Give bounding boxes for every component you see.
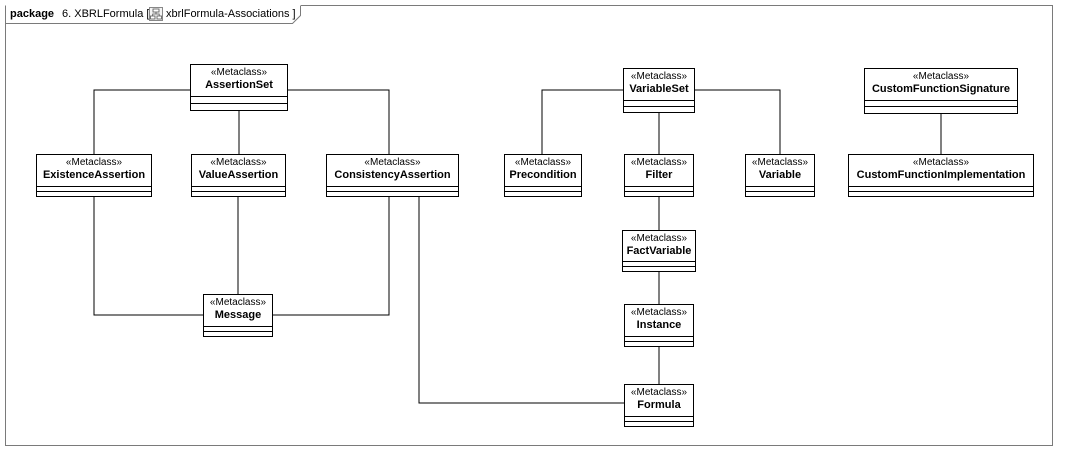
attributes-compartment [625,416,693,417]
package-name: 6. XBRLFormula [ [62,8,150,20]
attributes-compartment [505,186,581,187]
class-name: Message [214,309,262,321]
class-custom-function-implementation[interactable]: «Metaclass» CustomFunctionImplementation [848,154,1034,197]
operations-compartment [192,191,285,192]
stereotype-label: «Metaclass» [514,157,572,168]
attributes-compartment [204,326,272,327]
stereotype-label: «Metaclass» [630,233,688,244]
class-name: CustomFunctionImplementation [856,169,1026,181]
association-variableset-variable[interactable] [694,89,781,155]
operations-compartment [37,191,151,192]
attributes-compartment [849,186,1033,187]
operations-compartment [204,331,272,332]
class-name: Instance [636,319,682,331]
operations-compartment [623,266,695,267]
class-name: Variable [758,169,802,181]
class-formula[interactable]: «Metaclass» Formula [624,384,694,427]
attributes-compartment [624,100,694,101]
class-name: AssertionSet [205,79,273,91]
association-variableset-precondition[interactable] [541,89,624,155]
operations-compartment [625,191,693,192]
association-assertionset-consistencyassertion[interactable] [288,89,390,155]
class-assertion-set[interactable]: «Metaclass» AssertionSet [190,64,288,111]
stereotype-label: «Metaclass» [210,157,267,168]
association-existenceassertion-message[interactable] [93,196,204,316]
association-consistencyassertion-message[interactable] [272,196,390,316]
package-frame [5,5,1053,446]
class-precondition[interactable]: «Metaclass» Precondition [504,154,582,197]
class-name: CustomFunctionSignature [871,83,1011,95]
class-fact-variable[interactable]: «Metaclass» FactVariable [622,230,696,272]
attributes-compartment [37,186,151,187]
class-diagram-icon[interactable] [149,7,163,21]
class-filter[interactable]: «Metaclass» Filter [624,154,694,197]
class-name: ConsistencyAssertion [334,169,451,181]
class-message[interactable]: «Metaclass» Message [203,294,273,337]
operations-compartment [625,421,693,422]
stereotype-label: «Metaclass» [630,307,688,318]
class-value-assertion[interactable]: «Metaclass» ValueAssertion [191,154,286,197]
attributes-compartment [865,100,1017,101]
class-consistency-assertion[interactable]: «Metaclass» ConsistencyAssertion [326,154,459,197]
stereotype-label: «Metaclass» [912,71,970,82]
stereotype-label: «Metaclass» [912,157,970,168]
class-existence-assertion[interactable]: «Metaclass» ExistenceAssertion [36,154,152,197]
operations-compartment [625,341,693,342]
attributes-compartment [327,186,458,187]
operations-compartment [624,106,694,107]
class-instance[interactable]: «Metaclass» Instance [624,304,694,347]
stereotype-label: «Metaclass» [210,67,268,78]
operations-compartment [191,103,287,104]
operations-compartment [849,191,1033,192]
attributes-compartment [192,186,285,187]
attributes-compartment [625,186,693,187]
stereotype-label: «Metaclass» [209,297,267,308]
stereotype-label: «Metaclass» [364,157,421,168]
stereotype-label: «Metaclass» [630,71,688,82]
operations-compartment [746,191,814,192]
stereotype-label: «Metaclass» [630,157,688,168]
operations-compartment [505,191,581,192]
class-name: Filter [645,169,673,181]
class-name: Precondition [509,169,577,181]
package-keyword: package [10,8,55,20]
class-name: VariableSet [629,83,689,95]
class-name: ValueAssertion [198,169,279,181]
stereotype-label: «Metaclass» [630,387,688,398]
stereotype-label: «Metaclass» [751,157,809,168]
class-name: ExistenceAssertion [42,169,146,181]
attributes-compartment [623,261,695,262]
attributes-compartment [191,96,287,97]
attributes-compartment [746,186,814,187]
class-variable[interactable]: «Metaclass» Variable [745,154,815,197]
operations-compartment [865,106,1017,107]
operations-compartment [327,191,458,192]
diagram-name[interactable]: xbrlFormula-Associations ] [166,8,296,20]
diagram-frame-tab: package 6. XBRLFormula [ xbrlFormula-Ass… [5,5,301,24]
class-name: FactVariable [626,245,692,257]
stereotype-label: «Metaclass» [65,157,123,168]
class-name: Formula [637,399,681,411]
association-consistencyassertion-formula[interactable] [418,196,625,404]
class-variable-set[interactable]: «Metaclass» VariableSet [623,68,695,113]
attributes-compartment [625,336,693,337]
association-assertionset-existenceassertion[interactable] [93,89,191,155]
class-custom-function-signature[interactable]: «Metaclass» CustomFunctionSignature [864,68,1018,114]
